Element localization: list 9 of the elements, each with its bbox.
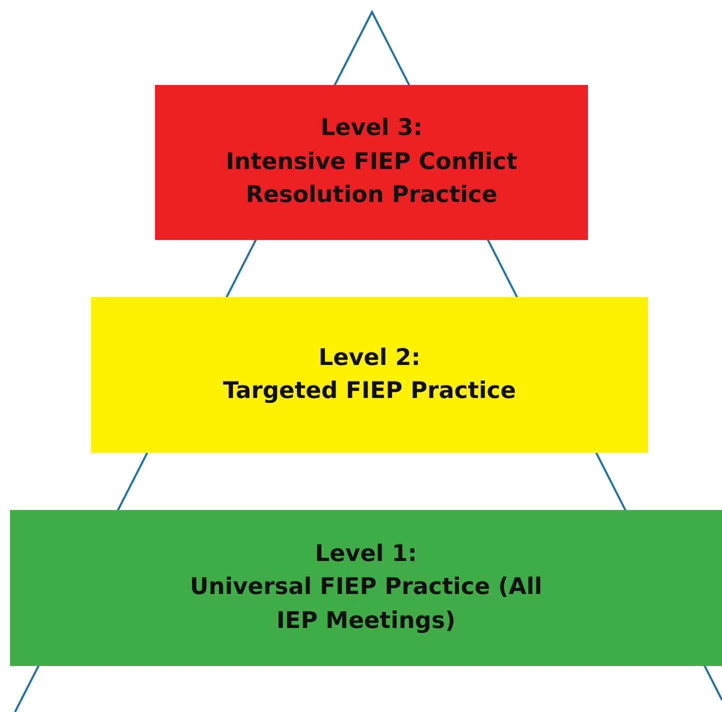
tier-description: Targeted FIEP Practice bbox=[222, 377, 516, 406]
tier-heading: Level 1: bbox=[315, 540, 417, 569]
tier-heading: Level 3: bbox=[320, 114, 422, 144]
tier-box bbox=[91, 297, 648, 453]
tier-box bbox=[155, 85, 588, 240]
tier-description: Intensive FIEP Conflict Resolution Practice bbox=[224, 148, 518, 210]
tier-description: Universal FIEP Practice (All IEP Meetings) bbox=[188, 573, 544, 636]
tier-heading: Level 2: bbox=[318, 344, 420, 373]
tier-box bbox=[10, 510, 722, 666]
